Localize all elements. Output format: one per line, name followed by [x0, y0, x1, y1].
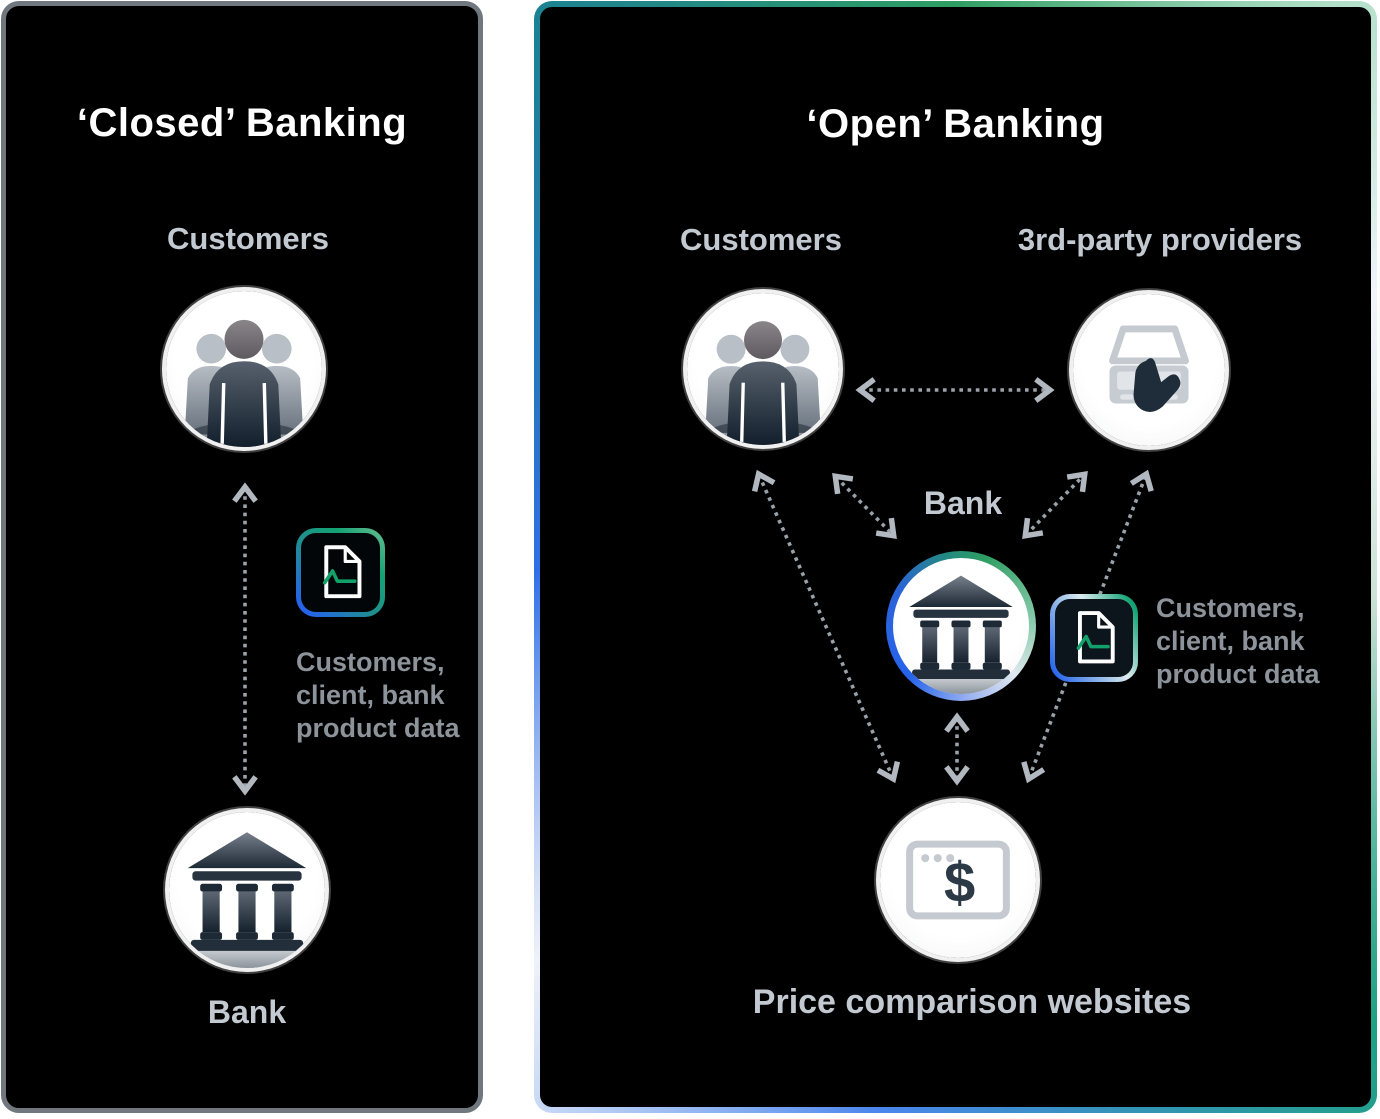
people-icon: [184, 319, 304, 447]
laptop-touch-icon: [1109, 325, 1189, 412]
closed-bank-node: [169, 812, 325, 968]
open-customers-label: Customers: [680, 222, 842, 257]
open-banking-panel: ‘Open’ Banking Customers 3rd-party provi…: [534, 1, 1377, 1113]
closed-data-caption: Customers, client, bank product data: [296, 647, 460, 743]
open-price-label: Price comparison websites: [752, 983, 1192, 1021]
closed-data-chip: [296, 528, 385, 617]
closed-panel-title: ‘Closed’ Banking: [76, 100, 408, 145]
closed-bank-label: Bank: [207, 994, 287, 1030]
open-data-chip: [1050, 594, 1138, 682]
people-icon: [705, 321, 821, 445]
closed-banking-panel: ‘Closed’ Banking Customers: [1, 1, 483, 1113]
open-customers-node: [687, 293, 839, 445]
browser-dollar-icon: $: [906, 840, 1010, 920]
open-bank-label: Bank: [923, 485, 1003, 521]
open-third-party-label: 3rd-party providers: [1017, 222, 1303, 257]
arrow-customers-price: [751, 469, 901, 784]
document-chart-icon: [322, 545, 362, 599]
open-price-node: $: [880, 802, 1036, 958]
closed-customers-node: [166, 291, 322, 447]
arrow-customers-bank: [832, 473, 897, 539]
arrow-bank-thirdparty: [1022, 470, 1088, 540]
bank-building-icon: [893, 575, 1029, 694]
open-bank-node: [886, 551, 1036, 701]
open-bank-circle: [893, 558, 1029, 694]
open-data-caption: Customers, client, bank product data: [1156, 593, 1320, 689]
bank-building-icon: [169, 832, 325, 968]
document-chart-icon: [1076, 611, 1115, 664]
open-panel-title: ‘Open’ Banking: [806, 101, 1105, 146]
closed-customers-label: Customers: [167, 221, 329, 256]
svg-text:$: $: [944, 851, 975, 914]
open-third-party-node: [1073, 294, 1225, 446]
